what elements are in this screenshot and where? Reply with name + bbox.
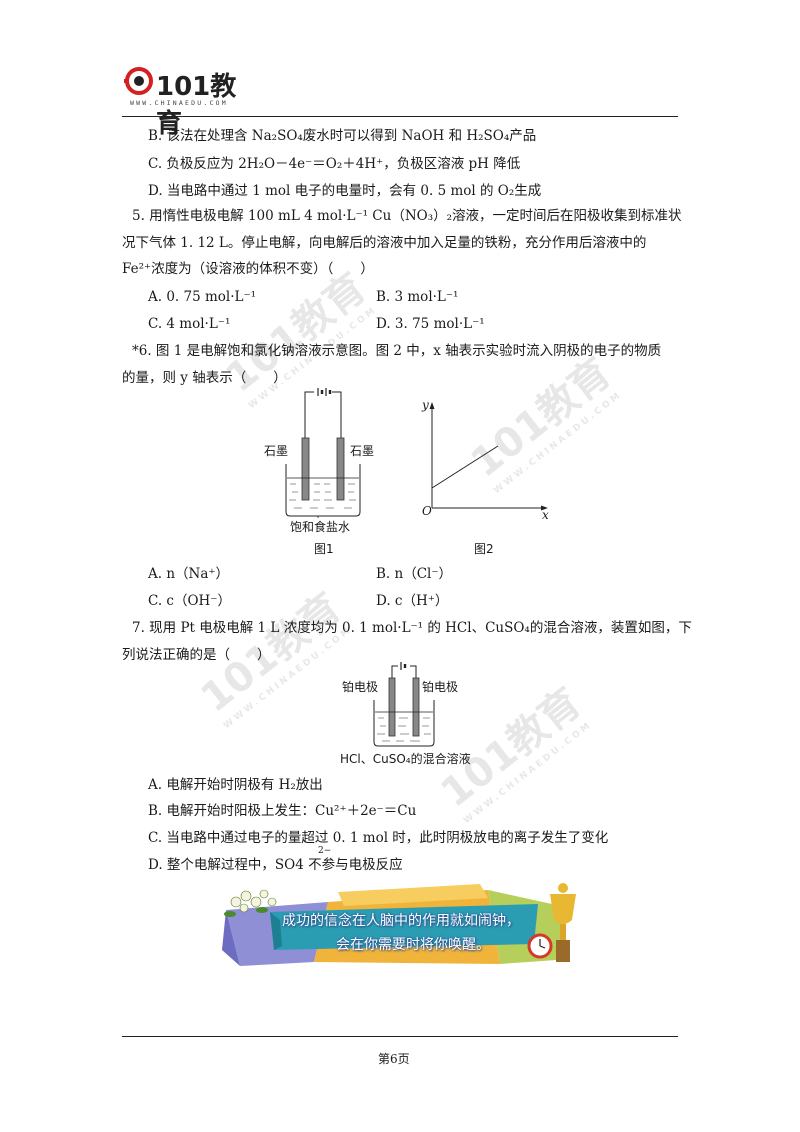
fig1-caption: 图1 (314, 542, 334, 556)
q6-option-a: A. n（Na⁺） (148, 566, 230, 582)
banner-illustration (222, 883, 576, 966)
line-graph (429, 402, 548, 511)
q7-option-a: A. 电解开始时阴极有 H₂放出 (148, 777, 323, 793)
motivational-banner: 成功的信念在人脑中的作用就如闹钟， 会在你需要时将你唤醒。 (218, 880, 590, 972)
q5-option-a: A. 0. 75 mol·L⁻¹ (148, 289, 257, 305)
banner-line-2: 会在你需要时将你唤醒。 (336, 937, 490, 953)
footer-rule (122, 1036, 678, 1037)
q5-stem-3: Fe²⁺浓度为（设溶液的体积不变）（ ） (122, 261, 374, 277)
logo-text: 101教育 (156, 72, 237, 139)
banner-line-1: 成功的信念在人脑中的作用就如闹钟， (282, 913, 520, 929)
header-logo: 101教育 WWW.CHINAEDU.COM (124, 64, 254, 139)
fig1-solution-label: 饱和食盐水 (290, 520, 351, 534)
q6-stem-1: *6. 图 1 是电解饱和氯化钠溶液示意图。图 2 中，x 轴表示实验时流入阴极… (132, 343, 662, 359)
fig2-y-axis-label: y (422, 398, 429, 412)
page-number: 第6页 (378, 1052, 410, 1066)
header-rule (122, 116, 678, 117)
q5-option-d: D. 3. 75 mol·L⁻¹ (376, 316, 485, 332)
q6-option-d: D. c（H⁺） (376, 593, 449, 609)
q7-option-d: D. 整个电解过程中，SO4 不参与电极反应 (148, 857, 403, 873)
pt-electrolysis-cell-diagram (373, 662, 435, 747)
q7-solution-label: HCl、CuSO₄的混合溶液 (340, 752, 471, 766)
fig2-origin-label: O (422, 504, 432, 518)
q5-option-c: C. 4 mol·L⁻¹ (148, 316, 231, 332)
fig1-left-electrode-label: 石墨 (264, 444, 289, 458)
q4-option-c: C. 负极反应为 2H₂O－4e⁻＝O₂＋4H⁺，负极区溶液 pH 降低 (148, 156, 521, 172)
q6-option-c: C. c（OH⁻） (148, 593, 231, 609)
q7-stem-2: 列说法正确的是（ ） (122, 647, 271, 663)
q7-option-d-superscript: 2− (318, 846, 332, 856)
q6-stem-2: 的量，则 y 轴表示（ ） (122, 370, 287, 386)
fig2-x-axis-label: x (542, 508, 549, 522)
logo-emblem-icon (124, 67, 153, 95)
q4-option-b: B. 该法在处理含 Na₂SO₄废水时可以得到 NaOH 和 H₂SO₄产品 (148, 128, 537, 144)
q7-right-electrode-label: 铂电极 (422, 680, 459, 694)
figure-2: y x O 图2 (418, 396, 558, 558)
electrolysis-cell-diagram (285, 388, 361, 518)
q7-option-b: B. 电解开始时阳极上发生：Cu²⁺＋2e⁻＝Cu (148, 803, 417, 819)
q6-option-b: B. n（Cl⁻） (376, 566, 452, 582)
logo-url: WWW.CHINAEDU.COM (130, 99, 228, 107)
q7-left-electrode-label: 铂电极 (342, 680, 379, 694)
q5-stem-1: 5. 用惰性电极电解 100 mL 4 mol·L⁻¹ Cu（NO₃）₂溶液，一… (132, 208, 682, 224)
q7-figure: 铂电极 铂电极 HCl、CuSO₄的混合溶液 (338, 660, 471, 768)
q5-option-b: B. 3 mol·L⁻¹ (376, 289, 459, 305)
fig2-caption: 图2 (474, 542, 494, 556)
q5-stem-2: 况下气体 1. 12 L。停止电解，向电解后的溶液中加入足量的铁粉，充分作用后溶… (122, 235, 647, 251)
q7-stem-1: 7. 现用 Pt 电极电解 1 L 浓度均为 0. 1 mol·L⁻¹ 的 HC… (132, 620, 692, 636)
fig1-right-electrode-label: 石墨 (350, 444, 375, 458)
q4-option-d: D. 当电路中通过 1 mol 电子的电量时，会有 0. 5 mol 的 O₂生… (148, 183, 542, 199)
q7-option-c: C. 当电路中通过电子的量超过 0. 1 mol 时，此时阴极放电的离子发生了变… (148, 830, 609, 846)
figure-1: 石墨 石墨 饱和食盐水 图1 (258, 388, 388, 558)
